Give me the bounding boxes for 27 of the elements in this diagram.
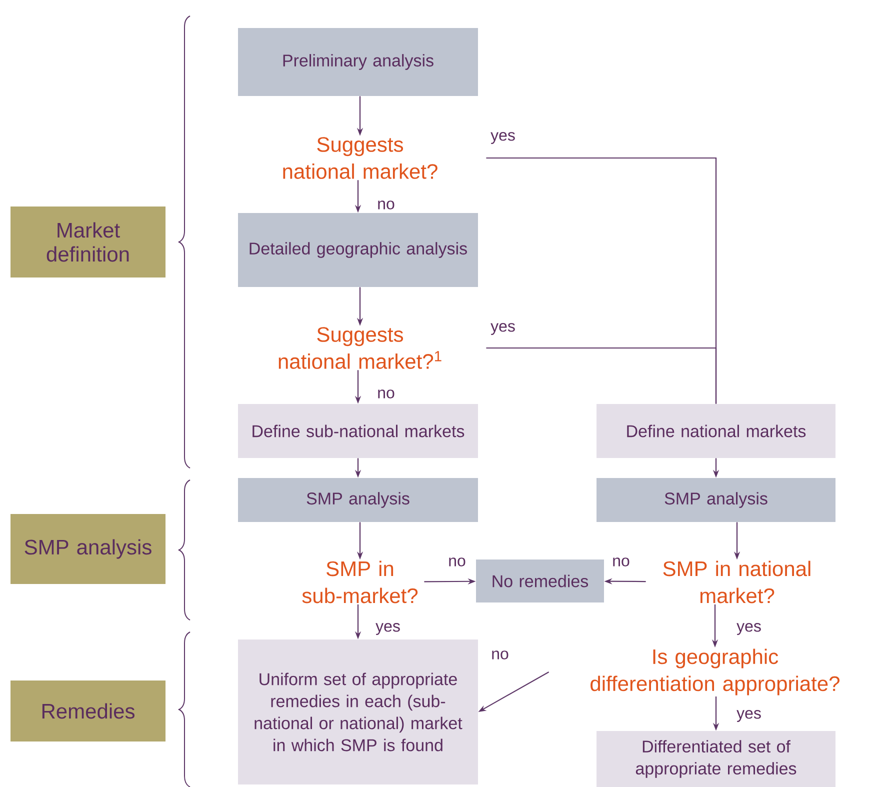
edge-label: yes [736,623,761,635]
process-box: SMP analysis [238,478,478,522]
result-box: Uniform set of appropriate remedies in each (sub-national or national) market in which SMP is found [238,640,478,784]
result-box: Define sub-national markets [238,404,478,458]
process-box: No remedies [476,560,604,602]
edge-label: no [378,200,394,210]
edge-label: yes [490,132,515,144]
stage-box: Remedies [10,680,166,742]
edge-label: no [378,390,394,398]
stage-box: SMP analysis [10,514,166,584]
decision-text: SMP in national market? [663,560,810,604]
edge-label: no [492,650,508,660]
result-box: Differentiated set of appropriate remedies [596,731,836,787]
edge-label: yes [490,323,515,335]
stage-box: Market definition [10,206,166,278]
decision-text: SMP in sub-market? [302,560,418,604]
process-box: SMP analysis [596,478,836,522]
edge-label: yes [376,623,400,635]
process-box: Preliminary analysis [238,28,478,96]
edge-label: no [613,558,630,566]
result-box: Define national markets [596,404,836,458]
decision-text: Is geographic differentiation appropriate? [590,648,840,696]
decision-text: Suggests national market?$^{1}$ [278,327,442,369]
edge-label: no [449,558,466,566]
edge-label: yes [736,710,761,722]
process-box: Detailed geographic analysis [238,213,478,287]
decision-text: Suggests national market? [283,137,438,179]
